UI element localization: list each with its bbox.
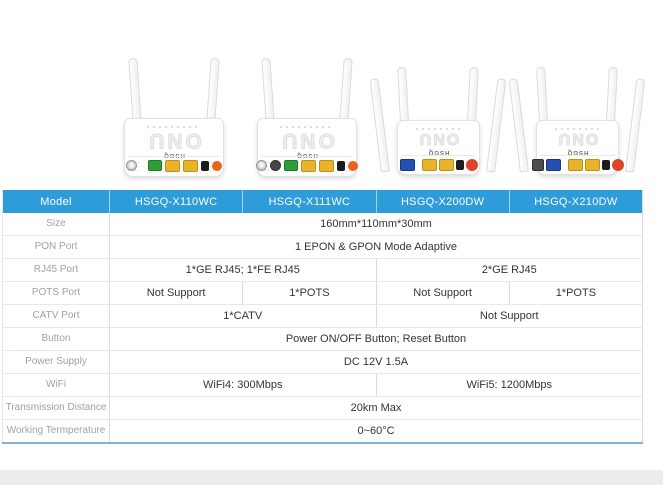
spec-value: 160mm*110mm*30mm (109, 213, 643, 236)
port-strip (531, 158, 624, 171)
table-header-row: Model HSGQ-X110WC HSGQ-X111WC HSGQ-X200D… (2, 190, 643, 213)
lan-port (567, 158, 583, 171)
spec-value: 1*POTS (509, 281, 643, 305)
footer-bar (0, 470, 663, 485)
antenna (261, 57, 275, 127)
brand-label: HSGQ (296, 152, 318, 158)
spec-value: 1 EPON & GPON Mode Adaptive (109, 235, 643, 259)
device-body: ONU HSGQ (124, 118, 224, 177)
row-label: POTS Port (2, 281, 110, 305)
spec-value: Not Support (376, 304, 643, 328)
spec-value: 20km Max (109, 396, 643, 420)
power-button (611, 158, 624, 171)
spec-value: 0~60°C (109, 419, 643, 444)
spec-value: 1*GE RJ45; 1*FE RJ45 (109, 258, 377, 282)
antenna (486, 78, 507, 173)
col-header-model: Model (2, 190, 110, 213)
spec-row-working-temperature: Working Termperature 0~60°C (2, 419, 643, 444)
spec-row-catv-port: CATV Port 1*CATV Not Support (2, 304, 643, 328)
power-port (455, 159, 464, 170)
power-port (201, 160, 209, 171)
spec-row-wifi: WiFi WiFi4: 300Mbps WiFi5: 1200Mbps (2, 373, 643, 397)
device-hsgq-x111wc: ONU HSGQ (256, 57, 358, 178)
lan-port (165, 159, 180, 172)
power-button (348, 160, 358, 171)
spec-row-pon-port: PON Port 1 EPON & GPON Mode Adaptive (2, 235, 643, 259)
power-button (212, 160, 222, 171)
col-header-hsgq-x110wc: HSGQ-X110WC (109, 190, 244, 213)
row-label: Working Termperature (2, 419, 110, 444)
antenna (339, 57, 353, 127)
onu-emboss-label: ONU (556, 130, 599, 148)
spec-row-size: Size 160mm*110mm*30mm (2, 213, 643, 236)
lan-port (319, 159, 334, 172)
pon-port (399, 158, 415, 171)
spec-value: Not Support (376, 281, 510, 305)
lan-port (183, 159, 198, 172)
row-label: Size (2, 213, 110, 236)
port-strip (126, 159, 222, 172)
spec-value: 1*POTS (242, 281, 377, 305)
port-strip (399, 158, 478, 171)
device-body: ONU HSGQ (531, 120, 624, 175)
lan-port (438, 158, 454, 171)
col-header-hsgq-x111wc: HSGQ-X111WC (242, 190, 377, 213)
spec-value: Power ON/OFF Button; Reset Button (109, 327, 643, 351)
row-label: Button (2, 327, 110, 351)
col-header-hsgq-x200dw: HSGQ-X200DW (376, 190, 510, 213)
device-body: ONU HSGQ (397, 120, 480, 175)
power-port (601, 159, 610, 170)
antenna (625, 78, 646, 173)
spec-row-rj45-port: RJ45 Port 1*GE RJ45; 1*FE RJ45 2*GE RJ45 (2, 258, 643, 282)
spec-row-power-supply: Power Supply DC 12V 1.5A (2, 350, 643, 374)
phone-port (270, 160, 281, 171)
lan-port (421, 158, 437, 171)
onu-emboss-label: ONU (146, 129, 203, 153)
row-label: Transmission Distance (2, 396, 110, 420)
antenna (128, 57, 142, 127)
power-port (337, 160, 345, 171)
vent-dots (554, 128, 601, 130)
pon-port (148, 160, 162, 171)
spec-value: WiFi5: 1200Mbps (376, 373, 643, 397)
antenna (369, 78, 390, 173)
spec-value: Not Support (109, 281, 244, 305)
col-header-hsgq-x210dw: HSGQ-X210DW (509, 190, 643, 213)
spec-value: WiFi4: 300Mbps (109, 373, 377, 397)
spec-value: 1*CATV (109, 304, 377, 328)
vent-dots (415, 128, 462, 130)
spec-row-button: Button Power ON/OFF Button; Reset Button (2, 327, 643, 351)
brand-label: HSGQ (163, 152, 185, 158)
row-label: CATV Port (2, 304, 110, 328)
phone-port (531, 158, 544, 171)
pon-port (545, 158, 561, 171)
power-button (465, 158, 478, 171)
catv-port (126, 160, 137, 171)
lan-port (584, 158, 600, 171)
spec-table: Model HSGQ-X110WC HSGQ-X111WC HSGQ-X200D… (2, 190, 643, 444)
spec-value: 2*GE RJ45 (376, 258, 643, 282)
row-label: PON Port (2, 235, 110, 259)
pon-port (284, 160, 298, 171)
device-body: ONU HSGQ (256, 118, 358, 177)
device-hsgq-x210dw: ONU HSGQ (508, 52, 646, 177)
spec-row-transmission-distance: Transmission Distance 20km Max (2, 396, 643, 420)
spec-row-pots-port: POTS Port Not Support 1*POTS Not Support… (2, 281, 643, 305)
lan-port (301, 159, 316, 172)
onu-emboss-label: ONU (279, 129, 336, 153)
device-hsgq-x110wc: ONU HSGQ (124, 57, 224, 178)
vent-dots (279, 126, 335, 128)
row-label: Power Supply (2, 350, 110, 374)
onu-emboss-label: ONU (417, 130, 460, 148)
row-label: WiFi (2, 373, 110, 397)
antenna (206, 57, 220, 127)
port-strip (256, 159, 358, 172)
device-hsgq-x200dw: ONU HSGQ (369, 52, 507, 177)
antenna (508, 78, 529, 173)
catv-port (256, 160, 267, 171)
vent-dots (146, 126, 202, 128)
row-label: RJ45 Port (2, 258, 110, 282)
spec-value: DC 12V 1.5A (109, 350, 643, 374)
